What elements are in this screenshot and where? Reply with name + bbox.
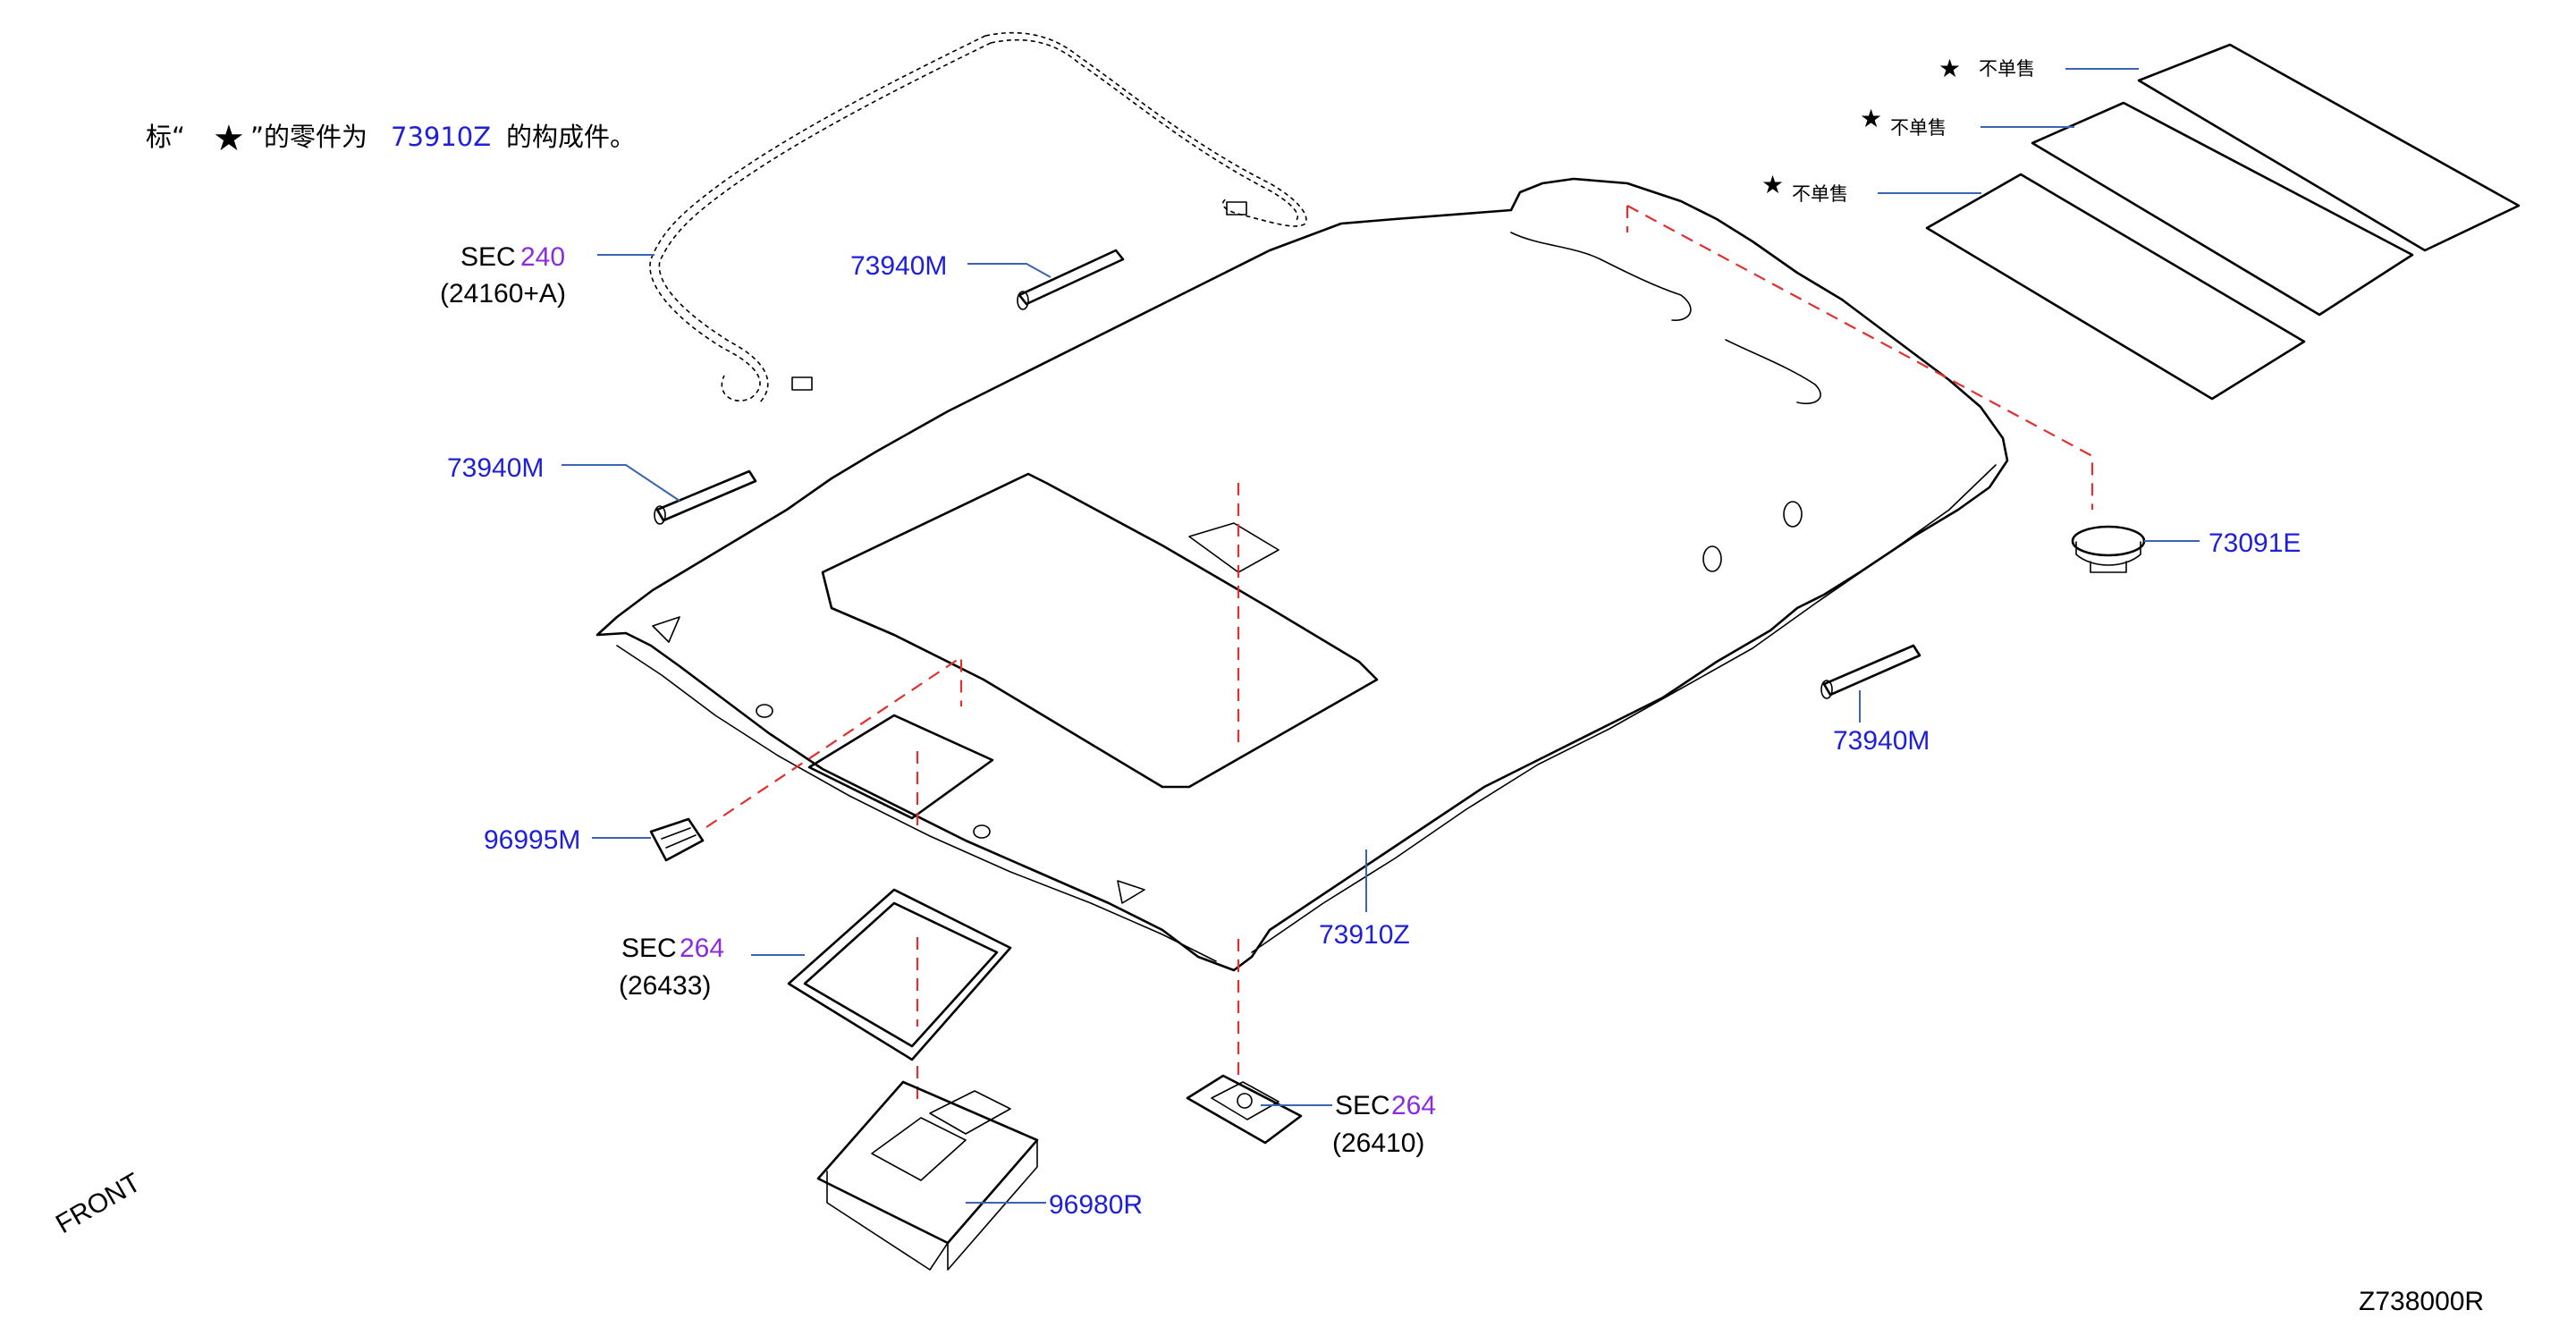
label-console: 96980R — [1049, 1190, 1143, 1220]
label-grip-top: 73940M — [850, 251, 947, 281]
label-sec264-lamp: SEC 264 (26410) — [1332, 1091, 1436, 1158]
label-headlining: 73910Z — [1319, 920, 1410, 950]
sec240-prefix: SEC — [460, 242, 516, 272]
label-bracket: 96995M — [484, 825, 580, 855]
sec264-lamp-prefix: SEC — [1335, 1091, 1390, 1120]
legend-note: 标“ ★ ”的零件为 73910Z 的构成件。 — [146, 118, 636, 159]
not-sold-label-3: 不单售 — [1792, 183, 1848, 205]
panel-not-sold-2 — [2031, 101, 2414, 317]
panel-not-sold-3 — [1925, 173, 2306, 401]
star-icon: ★ — [1938, 54, 1961, 83]
front-indicator: FRONT — [51, 1168, 146, 1239]
diagram-id: Z738000R — [2359, 1287, 2484, 1316]
console-frame — [787, 888, 1012, 1061]
sec264-frame-prefix: SEC — [621, 934, 677, 963]
panel-not-sold-1 — [2137, 43, 2521, 252]
sec264-lamp-number: 264 — [1391, 1091, 1436, 1120]
assist-grip-left — [654, 469, 757, 525]
note-middle: ”的零件为 — [250, 122, 367, 152]
wire-harness — [649, 31, 1307, 405]
sec264-frame-sub: (26433) — [619, 971, 711, 1001]
star-icon: ★ — [213, 118, 245, 159]
not-sold-label-1: 不单售 — [1979, 58, 2035, 80]
connector-icon — [791, 376, 813, 391]
label-sec264-frame: SEC 264 (26433) — [619, 934, 724, 1001]
not-sold-label-2: 不单售 — [1890, 117, 1947, 139]
note-part-number: 73910Z — [391, 122, 491, 152]
clip-part — [2071, 525, 2146, 573]
sec240-sub: (24160+A) — [440, 279, 566, 309]
dash-rear — [1626, 205, 2094, 510]
label-sec240: SEC 240 (24160+A) — [440, 242, 566, 309]
star-icon: ★ — [1860, 104, 1882, 133]
dash-bracket — [705, 655, 963, 828]
sec240-number: 240 — [520, 242, 565, 272]
leader-grip-top — [967, 263, 1052, 278]
headlining-panel — [595, 177, 2009, 972]
sec264-frame-number: 264 — [680, 934, 724, 963]
bracket-part — [649, 817, 705, 862]
star-icon: ★ — [1761, 170, 1784, 199]
note-prefix: 标“ — [146, 122, 185, 152]
label-grip-right: 73940M — [1833, 726, 1930, 756]
connector-icon — [1226, 201, 1247, 216]
sec264-lamp-sub: (26410) — [1332, 1128, 1424, 1158]
assist-grip-top — [1017, 249, 1125, 310]
room-lamp — [1186, 1074, 1303, 1145]
overhead-console — [816, 1080, 1039, 1271]
label-grip-left: 73940M — [447, 453, 544, 483]
leader-grip-left — [562, 464, 680, 502]
note-suffix: 的构成件。 — [506, 122, 636, 152]
assist-grip-right — [1820, 644, 1921, 699]
label-clip: 73091E — [2209, 528, 2301, 558]
